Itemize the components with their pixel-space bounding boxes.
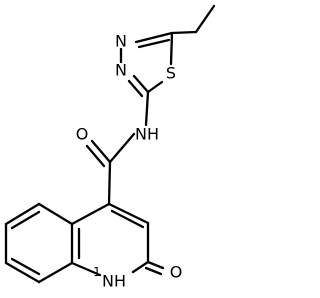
bond-c2q-n1: [131, 260, 150, 274]
bond-n3-c2-double: [127, 79, 144, 98]
bond-c8-c8a: [37, 261, 74, 284]
bond-n3-c2: [132, 74, 150, 94]
bond-c4-c3-double: [110, 209, 145, 229]
bond-nh-co: [108, 132, 136, 164]
bond-co-c4: [107, 160, 112, 206]
bond-c2q-o-double: [144, 266, 163, 276]
bond-lines: [4, 4, 216, 284]
bond-co-o: [90, 139, 112, 164]
bond-c5-n4-double: [137, 38, 171, 49]
atom-labels: N N S NH O NH 1 O: [76, 32, 183, 291]
bond-ethyl-ch2: [170, 30, 198, 35]
atom-label-carbonyl-o: O: [76, 125, 89, 144]
atom-label-amide-nh: NH: [135, 125, 159, 144]
bond-c2-s1: [146, 80, 164, 94]
bond-co-o-double: [85, 144, 106, 168]
bond-c4a-c5: [37, 202, 74, 226]
bond-c2-nh: [144, 90, 150, 127]
molecule-diagram: N N S NH O NH 1 O: [4, 4, 216, 291]
bond-c5-c6-double: [10, 210, 41, 230]
bond-s1-c5: [169, 31, 174, 66]
bond-c4-c3: [107, 202, 150, 225]
atom-label-keto-o: O: [170, 263, 183, 282]
bond-c4a-c4: [70, 202, 111, 226]
bond-ethyl-ch3: [194, 4, 216, 34]
bond-c5-c6: [4, 202, 41, 226]
atom-label-ring-nh: NH: [102, 272, 126, 291]
bond-c7-c8: [4, 261, 41, 284]
bond-c7-c8-double: [10, 257, 41, 276]
atom-label-sulfur: S: [166, 64, 176, 83]
bond-n1-c8a: [70, 261, 102, 277]
atom-label-n-top: N: [115, 32, 127, 51]
bond-c2q-o: [146, 260, 165, 270]
bond-c5-n4: [134, 31, 174, 44]
atom-label-n-mid: N: [115, 61, 127, 80]
atom-label-nh-superscript: 1: [93, 265, 101, 279]
